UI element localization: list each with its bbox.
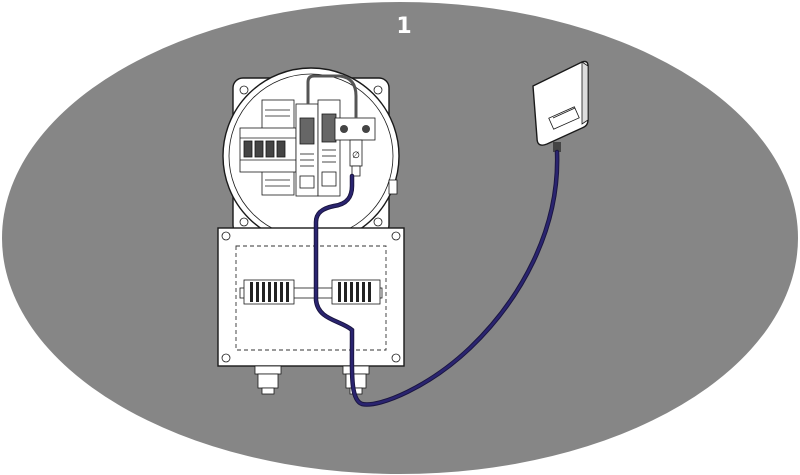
coax-connector-icon: ∅ — [334, 117, 376, 177]
antenna-icon — [532, 60, 589, 152]
callout-number: 1 — [396, 14, 412, 39]
explosion-proof-housing-icon: ∅ — [222, 67, 400, 245]
terminal-box-icon — [217, 227, 405, 367]
svg-text:∅: ∅ — [352, 151, 360, 161]
din-rail-modules — [239, 99, 341, 197]
